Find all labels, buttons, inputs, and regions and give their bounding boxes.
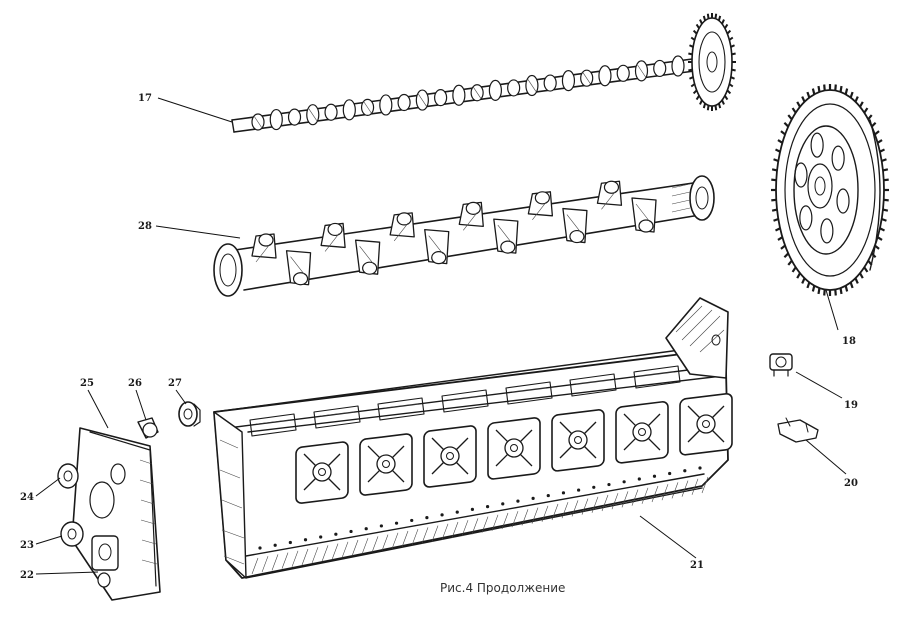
seal bbox=[178, 401, 201, 427]
cam-lobe bbox=[379, 94, 393, 116]
callout-19: 19 bbox=[844, 400, 858, 411]
callout-17: 17 bbox=[138, 93, 152, 104]
timing-cover bbox=[57, 427, 161, 601]
callout-labels: 17 28 18 19 20 21 25 26 27 24 23 22 bbox=[20, 93, 858, 581]
cam-lobe bbox=[287, 108, 302, 126]
leader-lines bbox=[35, 97, 847, 575]
cover-fitting-upper bbox=[57, 463, 79, 489]
small-fitting bbox=[769, 353, 793, 377]
cam-lobe bbox=[488, 79, 502, 101]
cam-lobe bbox=[598, 65, 612, 87]
flywheel-ring-gear bbox=[771, 84, 889, 296]
cam-lobe bbox=[324, 103, 338, 121]
callout-25: 25 bbox=[80, 378, 94, 389]
camshaft bbox=[231, 13, 736, 133]
bracket bbox=[777, 417, 819, 443]
cam-lobe bbox=[543, 74, 557, 92]
cam-lobe bbox=[452, 84, 466, 106]
callout-18: 18 bbox=[842, 336, 856, 347]
cylinder-block bbox=[213, 297, 733, 579]
callout-20: 20 bbox=[844, 478, 858, 489]
cam-lobe bbox=[507, 79, 521, 97]
cam-lobe bbox=[616, 64, 630, 82]
callout-23: 23 bbox=[20, 540, 34, 551]
callout-26: 26 bbox=[128, 378, 142, 389]
callout-22: 22 bbox=[20, 570, 34, 581]
cover-fitting-lower bbox=[91, 535, 119, 588]
crankshaft bbox=[213, 175, 715, 297]
figure-caption: Рис.4 Продолжение bbox=[440, 581, 566, 595]
callout-21: 21 bbox=[690, 560, 704, 571]
cover-fitting-middle bbox=[60, 521, 84, 547]
cam-lobe bbox=[434, 89, 448, 107]
cam-lobe bbox=[342, 99, 356, 121]
cam-lobe bbox=[397, 93, 411, 112]
cam-lobe bbox=[269, 108, 283, 131]
callout-28: 28 bbox=[138, 221, 152, 232]
callout-27: 27 bbox=[168, 378, 182, 389]
cam-lobe bbox=[561, 70, 576, 92]
callout-24: 24 bbox=[20, 492, 34, 503]
plug bbox=[137, 417, 159, 439]
cam-lobe bbox=[671, 55, 685, 77]
cam-lobe bbox=[653, 59, 667, 78]
